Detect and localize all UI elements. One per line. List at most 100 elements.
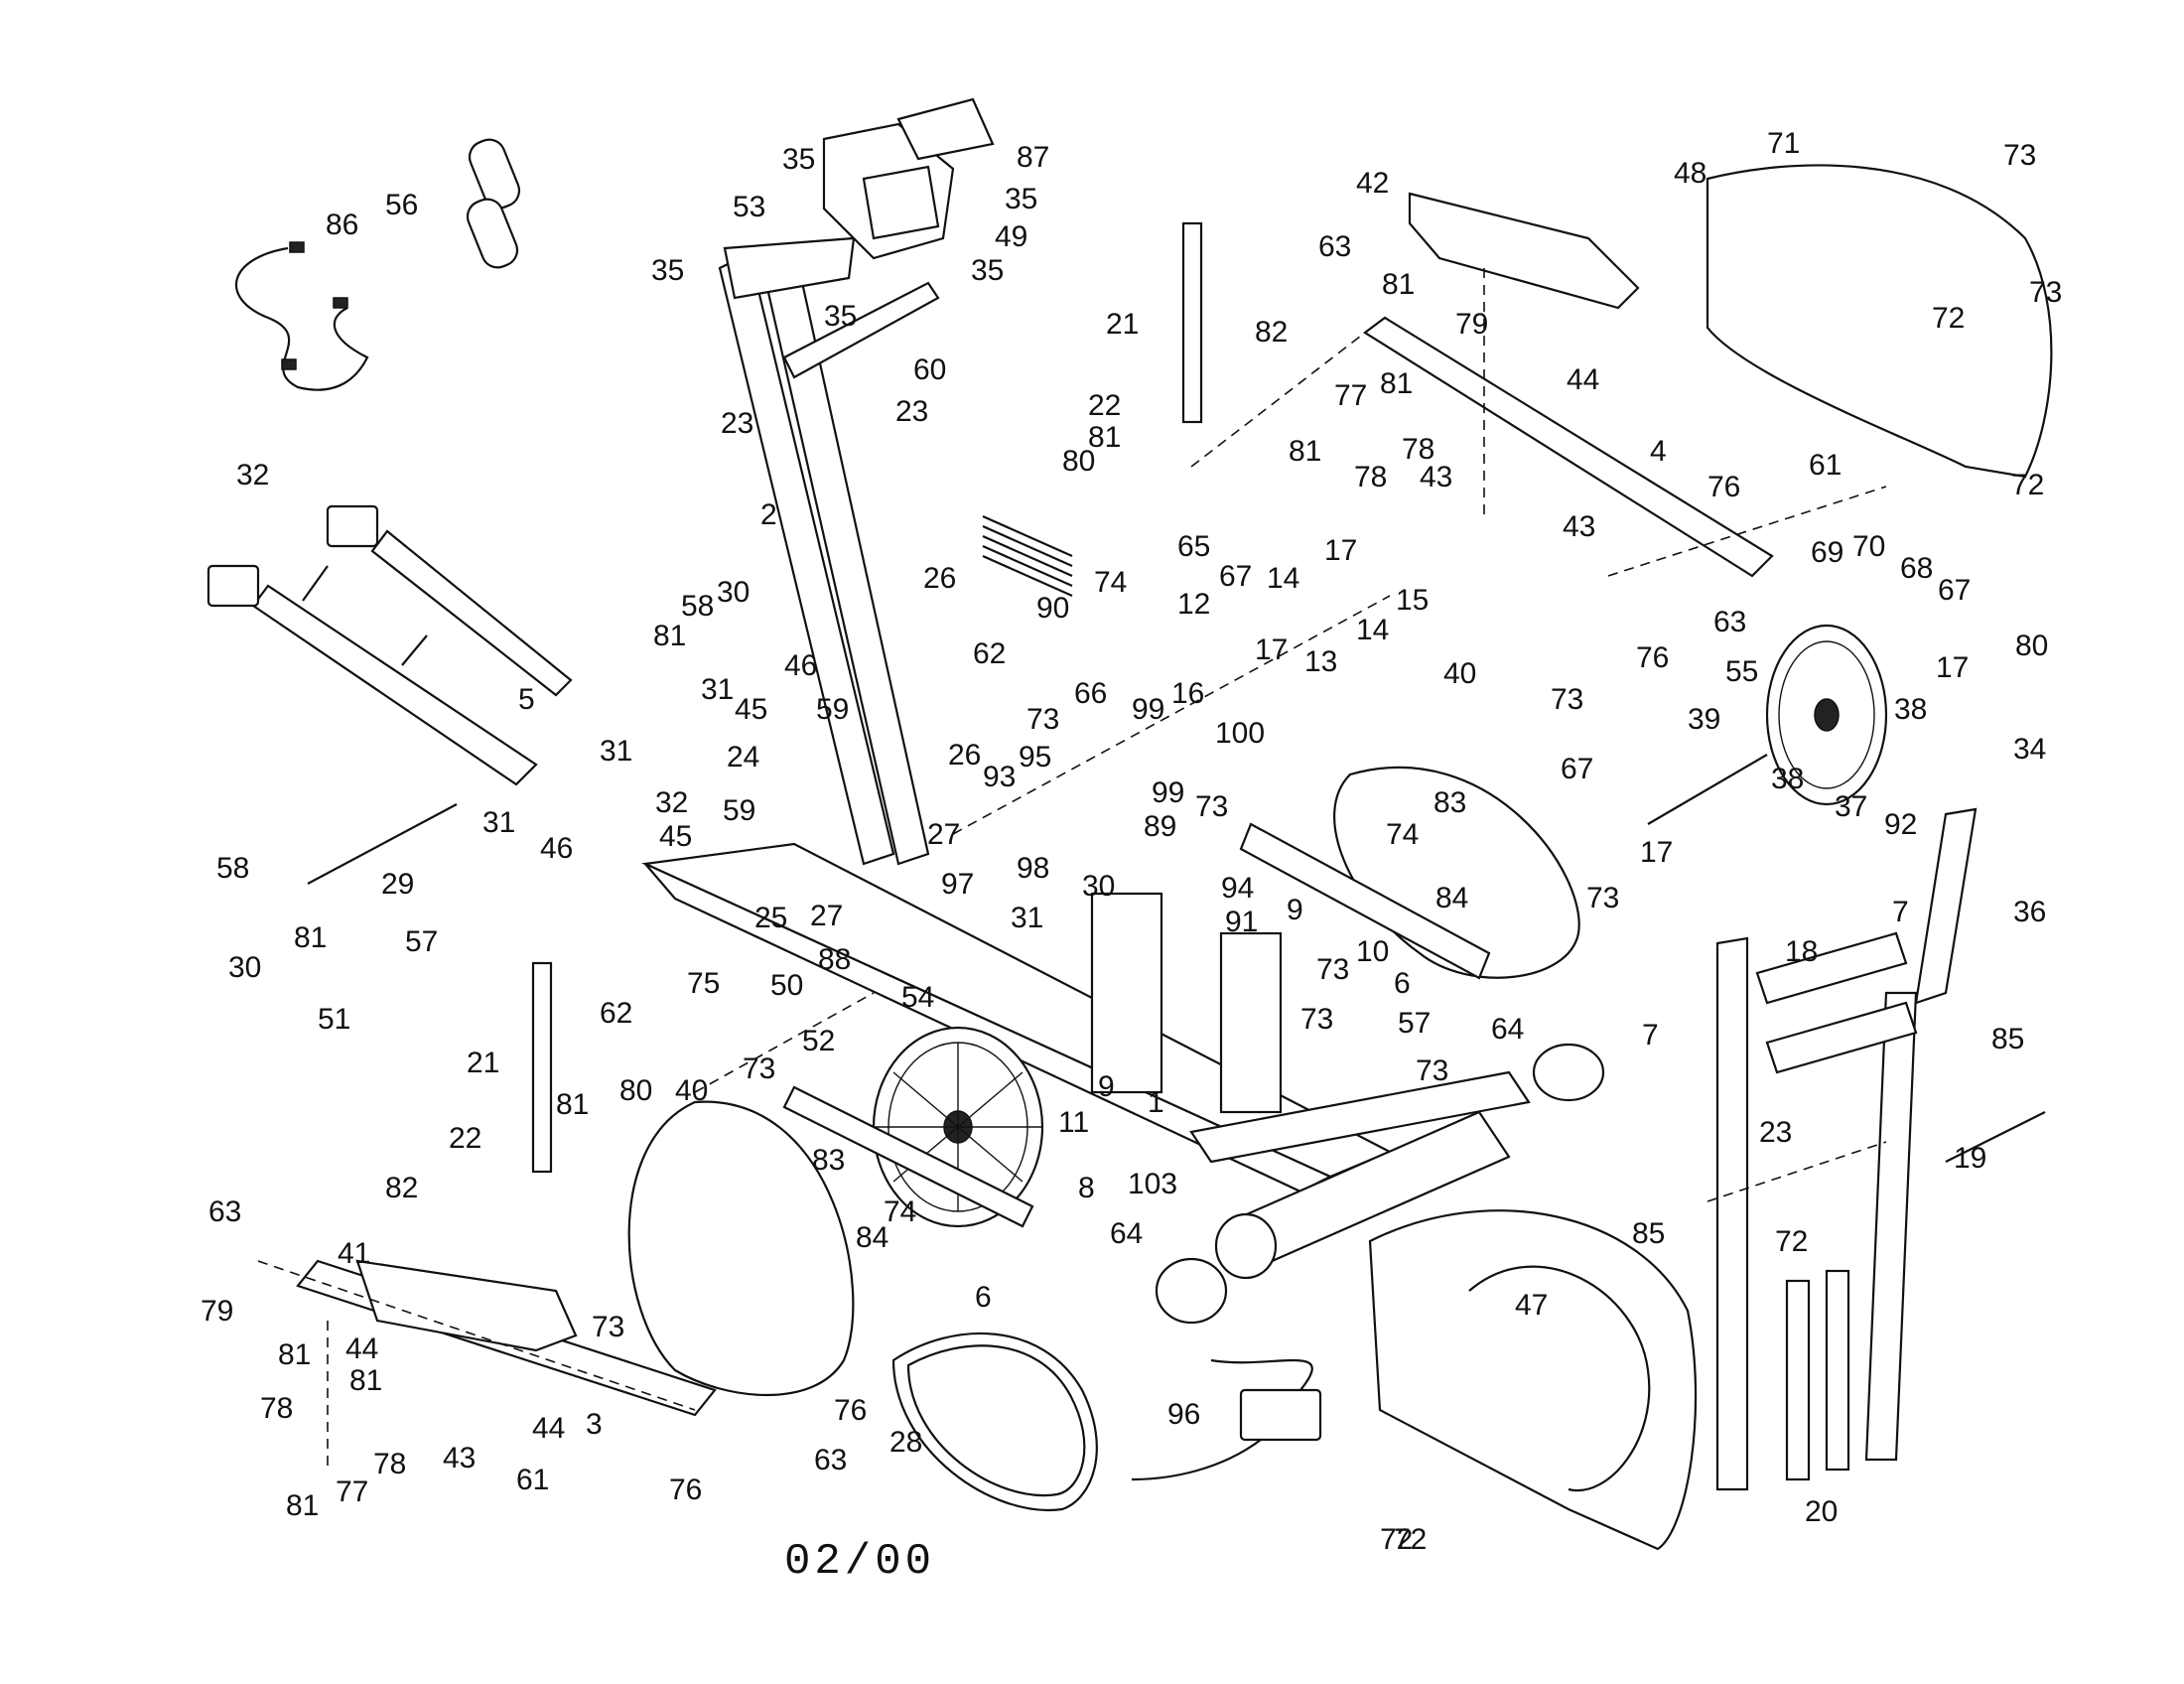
callout-94: 94: [1221, 872, 1254, 905]
callout-65: 65: [1177, 530, 1210, 563]
callout-84: 84: [1435, 882, 1468, 914]
callout-1: 1: [1148, 1086, 1164, 1119]
callout-62: 62: [973, 637, 1006, 670]
callout-83: 83: [1433, 786, 1466, 819]
callout-59: 59: [723, 794, 755, 827]
part-19-axle: [1945, 1111, 2046, 1163]
callout-54: 54: [901, 981, 934, 1014]
callout-24: 24: [727, 741, 759, 773]
callout-72: 72: [1380, 1523, 1413, 1556]
callout-87: 87: [1017, 141, 1049, 174]
part-96-ac-adapter: [1131, 1358, 1322, 1481]
part-6-crossbar-right: [1239, 822, 1491, 980]
callout-57: 57: [405, 925, 438, 958]
callout-81: 81: [653, 620, 686, 652]
callout-100: 100: [1215, 717, 1265, 750]
callout-91: 91: [1225, 906, 1258, 938]
callout-73: 73: [2029, 276, 2062, 309]
callout-23: 23: [1759, 1116, 1792, 1149]
part-64-roller: [1155, 1043, 1605, 1325]
callout-9: 9: [1098, 1070, 1115, 1103]
callout-72: 72: [1394, 1523, 1427, 1556]
callout-29: 29: [381, 868, 414, 901]
callout-73: 73: [1316, 953, 1349, 986]
callout-14: 14: [1267, 562, 1299, 595]
part-39-axle: [1647, 754, 1768, 825]
part-5-rear-stabilizer: [206, 504, 573, 786]
callout-52: 52: [802, 1025, 835, 1057]
callout-81: 81: [1382, 268, 1415, 301]
callout-17: 17: [1936, 651, 1969, 684]
callout-72: 72: [1932, 302, 1965, 335]
callout-46: 46: [540, 832, 573, 865]
callout-21: 21: [1106, 308, 1139, 341]
callout-78: 78: [1354, 461, 1387, 493]
callout-79: 79: [1455, 308, 1488, 341]
callout-43: 43: [443, 1442, 476, 1474]
callout-80: 80: [2015, 630, 2048, 662]
callout-70: 70: [1852, 530, 1885, 563]
callout-6: 6: [975, 1281, 992, 1314]
callout-38: 38: [1894, 693, 1927, 726]
callout-51: 51: [318, 1003, 350, 1036]
part-40-disc-cover-right: [1333, 767, 1580, 979]
callout-93: 93: [983, 761, 1016, 793]
callout-98: 98: [1017, 852, 1049, 885]
callout-73: 73: [1300, 1003, 1333, 1036]
callout-103: 103: [1128, 1168, 1177, 1200]
callout-81: 81: [294, 921, 327, 954]
callout-18: 18: [1785, 935, 1818, 968]
callout-89: 89: [1144, 810, 1176, 843]
part-2-console-mast: [718, 97, 995, 866]
callout-8: 8: [1078, 1172, 1095, 1204]
callout-19: 19: [1954, 1142, 1986, 1175]
callout-60: 60: [913, 353, 946, 386]
callout-17: 17: [1640, 836, 1673, 869]
callout-92: 92: [1884, 808, 1917, 841]
callout-78: 78: [373, 1448, 406, 1480]
callout-63: 63: [1318, 230, 1351, 263]
callout-61: 61: [1809, 449, 1842, 482]
callout-35: 35: [971, 254, 1004, 287]
callout-72: 72: [1775, 1225, 1808, 1258]
part-number-callouts: 56 86 35 87 53 35 49 35 35 35 60 23 23 2…: [201, 127, 2062, 1556]
callout-28: 28: [889, 1426, 922, 1459]
callout-40: 40: [675, 1074, 708, 1107]
callout-76: 76: [1707, 471, 1740, 503]
callout-80: 80: [619, 1074, 652, 1107]
callout-26: 26: [948, 739, 981, 772]
callout-67: 67: [1561, 753, 1593, 785]
callout-9: 9: [1287, 894, 1303, 926]
callout-30: 30: [717, 576, 750, 609]
part-48-rear-shroud: [1706, 164, 2053, 479]
callout-74: 74: [1094, 566, 1127, 599]
callout-74: 74: [1386, 818, 1419, 851]
callout-58: 58: [681, 590, 714, 623]
callout-67: 67: [1219, 560, 1252, 593]
part-3-pedal-arm-left: [296, 1259, 717, 1417]
callout-49: 49: [995, 220, 1027, 253]
callout-69: 69: [1811, 536, 1843, 569]
callout-12: 12: [1177, 588, 1210, 621]
callout-96: 96: [1167, 1398, 1200, 1431]
part-40-disc-cover-left: [627, 1100, 855, 1396]
part-21-post-left: [531, 961, 553, 1174]
callout-68: 68: [1900, 552, 1933, 585]
callout-44: 44: [1567, 363, 1599, 396]
part-18-foam-grips: [1755, 931, 1918, 1074]
callout-43: 43: [1420, 461, 1452, 493]
callout-6: 6: [1394, 967, 1411, 1000]
callout-78: 78: [1402, 433, 1434, 466]
callout-14: 14: [1356, 614, 1389, 646]
callout-55: 55: [1725, 655, 1758, 688]
part-20-lower-legs: [1785, 1269, 1850, 1481]
part-21-post-right: [1181, 221, 1203, 424]
callout-42: 42: [1356, 167, 1389, 200]
callout-73: 73: [1586, 882, 1619, 914]
callout-64: 64: [1491, 1013, 1524, 1046]
callout-17: 17: [1324, 534, 1357, 567]
callout-4: 4: [1650, 435, 1667, 468]
callout-76: 76: [1636, 641, 1669, 674]
callout-67: 67: [1938, 574, 1971, 607]
